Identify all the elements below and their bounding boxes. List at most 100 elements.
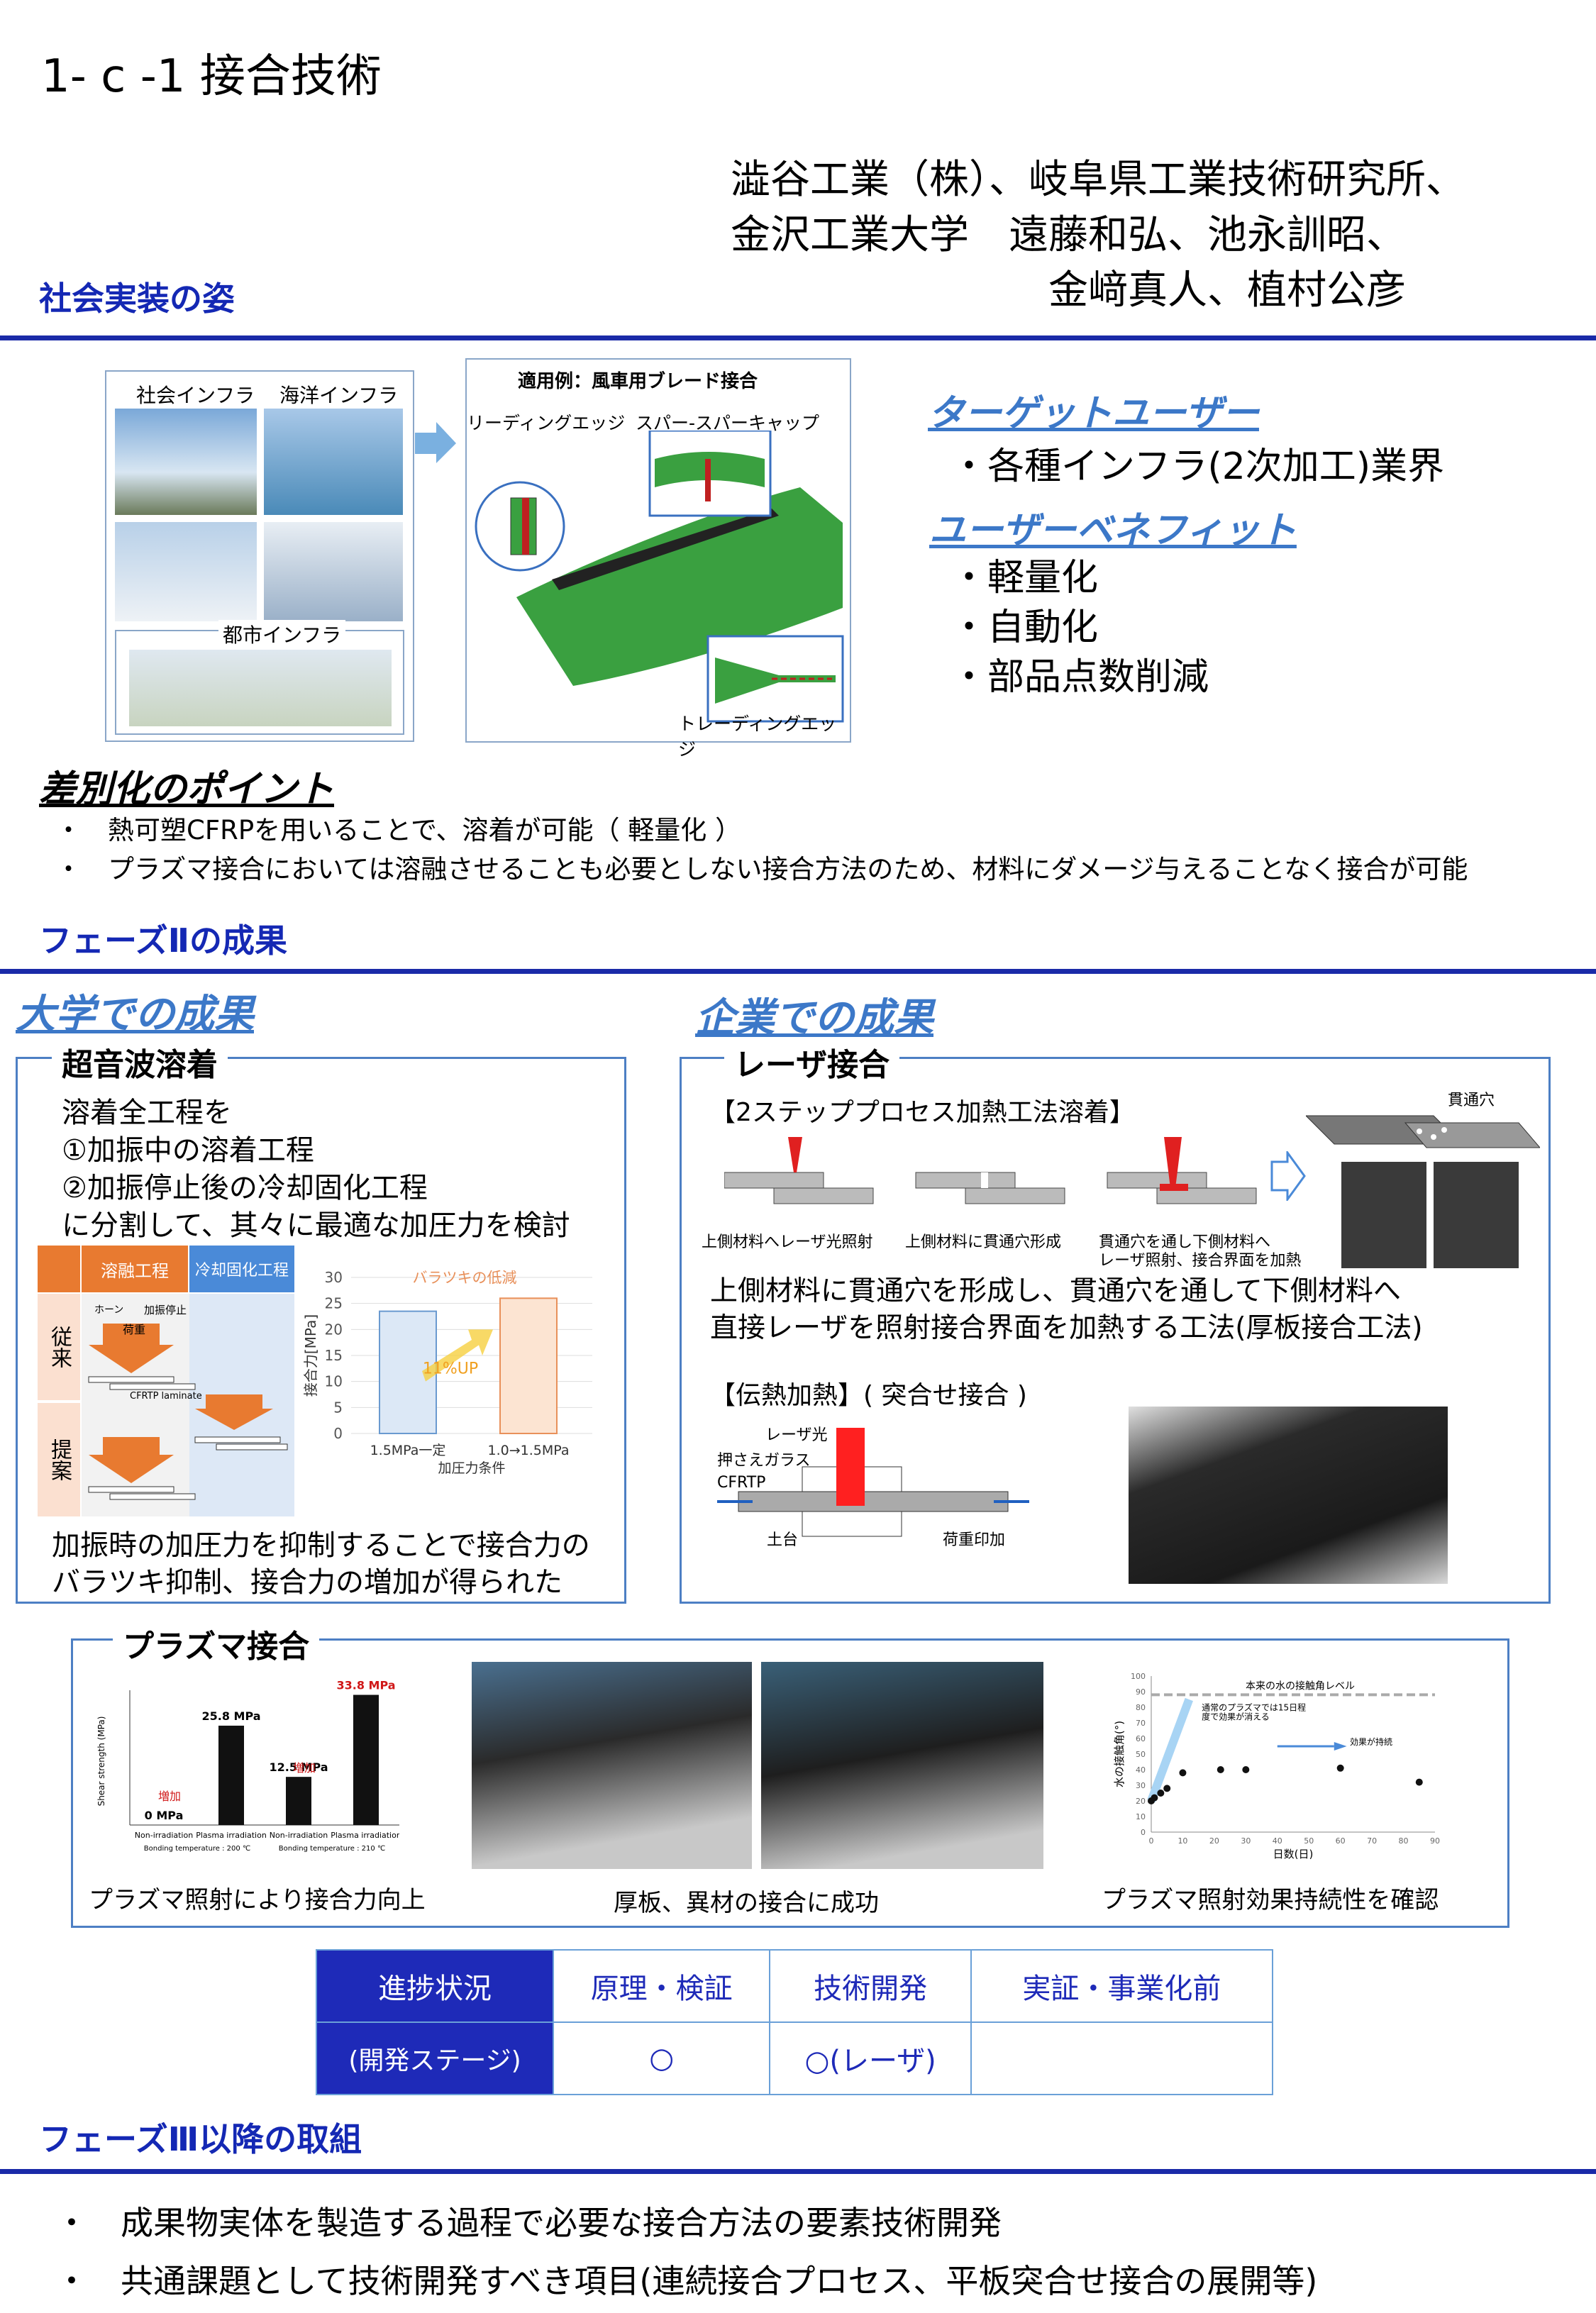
diagram-label: CFRTP laminate: [130, 1391, 202, 1402]
blade-title: 適用例：風車用ブレード接合: [518, 371, 758, 392]
tick-label: 80: [1399, 1836, 1409, 1846]
tick-label: 30: [1241, 1836, 1251, 1846]
tick-label: 100: [1131, 1672, 1146, 1681]
univ-text: 溶着全工程を ①加振中の溶着工程 ②加振停止後の冷却固化工程 に分割して、其々に…: [62, 1094, 570, 1245]
page-title: 1- c -1 接合技術: [41, 50, 382, 103]
conduction-diagram: [717, 1428, 1029, 1537]
data-label: 33.8 MPa: [336, 1679, 395, 1692]
univ-text-line: に分割して、其々に最適な加圧力を検討: [62, 1209, 570, 1242]
data-point: [1179, 1769, 1187, 1777]
blade-panel: 適用例：風車用ブレード接合 リーディングエッジ スパー-スパーキャップ トレーデ…: [465, 358, 851, 760]
chart-title: バラツキの低減: [413, 1269, 517, 1286]
plasma-box-title: プラズマ接合: [113, 1621, 320, 1666]
univ-box-title: 超音波溶着: [52, 1039, 228, 1085]
univ-box: 超音波溶着 溶着全工程を ①加振中の溶着工程 ②加振停止後の冷却固化工程 に分割…: [16, 1039, 626, 1604]
benefit-item: ・軽量化: [951, 557, 1099, 599]
increase-label: 増加: [158, 1790, 181, 1803]
category-label: Plasma irradiation: [196, 1831, 267, 1840]
y-axis-label: 接合力[MPa]: [302, 1314, 319, 1397]
tick-label: 40: [1273, 1836, 1282, 1846]
corp-box-title: レーザ接合: [724, 1039, 900, 1085]
conduction-label: 押さえガラス: [717, 1452, 811, 1470]
diff-heading: 差別化のポイント: [39, 768, 335, 811]
benefit-item: ・自動化: [951, 606, 1099, 649]
univ-result-line: バラツキ抑制、接合力の増加が得られた: [52, 1566, 563, 1599]
progress-header-cell: 技術開発: [769, 1949, 972, 2023]
diff-point: ・ 熱可塑CFRPを用いることで、溶着が可能（ 軽量化 ）: [55, 815, 742, 845]
progress-header-cell: 実証・事業化前: [970, 1949, 1274, 2023]
data-point: [1242, 1766, 1250, 1773]
benefit-list: ・軽量化 ・自動化 ・部品点数削減: [951, 553, 1209, 702]
table-header-melt: 溶融工程: [82, 1246, 188, 1292]
section-rule: [0, 2169, 1596, 2174]
plasma-caption: プラズマ照射により接合力向上: [89, 1886, 426, 1914]
progress-table: 進捗状況 原理・検証 技術開発 実証・事業化前 (開発ステージ) ○ ○(レーザ…: [316, 1949, 1274, 2095]
progress-value-cell: ○(レーザ): [769, 2021, 972, 2095]
diff-point: ・ プラズマ接合においては溶融させることも必要としない接合方法のため、材料にダメ…: [55, 854, 1468, 884]
tick-label: 50: [1304, 1836, 1314, 1846]
benefit-item: ・部品点数削減: [951, 656, 1209, 699]
infra-panel: 社会インフラ 海洋インフラ 都市インフラ: [105, 370, 414, 742]
plasma-caption: 厚板、異材の接合に成功: [614, 1889, 879, 1917]
conduction-label: 荷重印加: [943, 1531, 1006, 1549]
diagram-label: ホーン: [94, 1304, 124, 1316]
tick-label: 10: [325, 1373, 343, 1390]
category-label: 1.5MPa一定: [370, 1443, 446, 1458]
increase-label: 増加: [293, 1761, 316, 1775]
phase3-item: ・ 共通課題として技術開発すべき項目(連続接合プロセス、平板突合せ接合の展開等): [55, 2262, 1318, 2300]
angle-note: 通常のプラズマでは15日程: [1202, 1702, 1306, 1712]
tick-label: 40: [1136, 1765, 1146, 1775]
tick-label: 10: [1177, 1836, 1187, 1846]
laser-step-label: 上側材料へレーザ光照射: [702, 1233, 873, 1251]
data-point: [1163, 1785, 1171, 1792]
authors: 澁谷工業（株）、岐阜県工業技術研究所、 金沢工業大学 遠藤和弘、池永訓昭、 金﨑…: [731, 157, 1465, 314]
tick-label: 15: [325, 1347, 343, 1364]
tick-label: 10: [1136, 1812, 1146, 1821]
tick-label: 0: [333, 1425, 343, 1442]
phase3-item: ・ 成果物実体を製造する過程で必要な接合方法の要素技術開発: [55, 2204, 1002, 2242]
ultrasonic-process-diagram: [88, 1324, 288, 1500]
section-social: 社会実装の姿: [39, 279, 235, 318]
corp-desc-line: 上側材料に貫通穴を形成し、貫通穴を通して下側材料へ: [710, 1275, 1401, 1307]
annotation-label: 11%UP: [423, 1360, 478, 1378]
tick-label: 20: [1209, 1836, 1219, 1846]
tick-label: 0: [1141, 1828, 1146, 1837]
blade-leading-label: リーディングエッジ: [467, 413, 626, 433]
tick-label: 30: [325, 1269, 343, 1286]
tick-label: 25: [325, 1295, 343, 1312]
target-item: ・各種インフラ(2次加工)業界: [951, 445, 1445, 488]
data-point: [1151, 1794, 1158, 1802]
tick-label: 90: [1430, 1836, 1440, 1846]
section-rule: [0, 969, 1596, 974]
tick-label: 30: [1136, 1781, 1146, 1790]
arrow-right-icon: [415, 422, 456, 463]
laser-steps-diagram: [724, 1137, 1257, 1204]
table-header-cool: 冷却固化工程: [189, 1246, 294, 1292]
decay-band: [1147, 1697, 1193, 1803]
bar: [286, 1777, 311, 1825]
tick-label: 50: [1136, 1750, 1146, 1759]
temp-label: Bonding temperature : 200 ℃: [144, 1845, 250, 1853]
process-title: 【2ステッププロセス加熱工法溶着】: [710, 1098, 1135, 1127]
data-point: [1336, 1764, 1344, 1772]
univ-heading: 大学での成果: [16, 992, 254, 1038]
bar: [499, 1297, 558, 1435]
data-point: [1217, 1766, 1224, 1773]
progress-header-cell: 進捗状況: [316, 1949, 554, 2023]
category-label: Plasma irradiation: [331, 1831, 399, 1840]
laser-sample-photo: [1434, 1162, 1519, 1268]
infra-social-label: 社会インフラ: [136, 384, 255, 407]
plasma-caption: プラズマ照射効果持続性を確認: [1102, 1886, 1439, 1914]
reference-label: 本来の水の接触角レベル: [1246, 1680, 1355, 1692]
progress-stage-cell: (開発ステージ): [316, 2021, 554, 2095]
benefit-heading: ユーザーベネフィット: [929, 509, 1297, 552]
univ-result-line: 加振時の加圧力を抑制することで接合力の: [52, 1529, 590, 1562]
butt-joint-photo: [1129, 1407, 1448, 1584]
conduction-label: レーザ光: [765, 1426, 828, 1444]
dissimilar-joint-photo: [761, 1662, 1043, 1869]
tick-label: 90: [1136, 1687, 1146, 1697]
offshore-photo: [264, 409, 403, 515]
progress-value-cell: [970, 2021, 1274, 2095]
